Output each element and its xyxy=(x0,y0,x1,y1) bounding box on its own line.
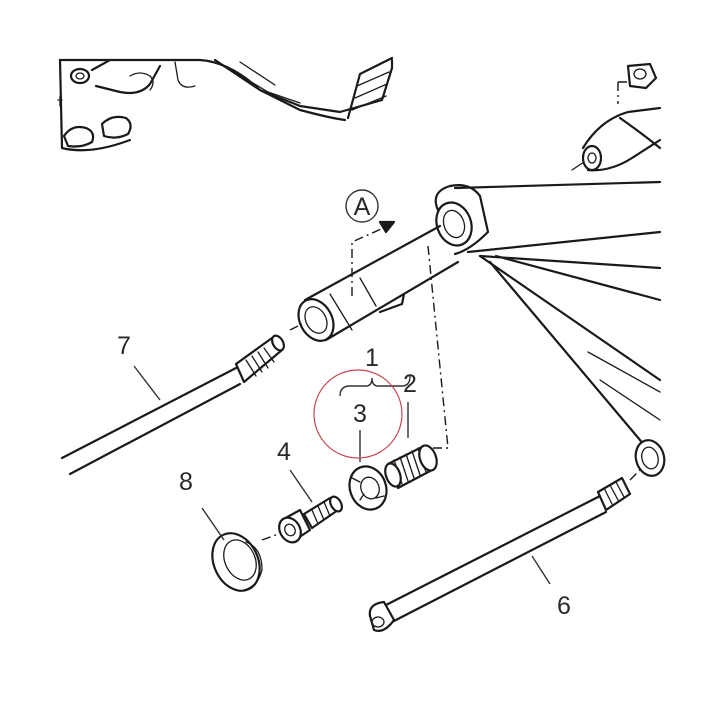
cap-part-8 xyxy=(211,532,263,592)
bolt-part-4 xyxy=(278,495,343,544)
highlight-circle xyxy=(313,369,403,459)
view-label: A xyxy=(354,193,371,221)
shaft-part-7 xyxy=(60,334,285,476)
assembly-line-6 xyxy=(629,469,641,481)
view-label-circle xyxy=(345,189,379,223)
engine-fragment xyxy=(57,56,394,152)
callout-7: 7 xyxy=(117,332,131,360)
callout-2: 2 xyxy=(403,370,417,398)
pivot-tube xyxy=(297,224,460,342)
cam-washer-part-3 xyxy=(348,465,388,511)
callout-6: 6 xyxy=(557,592,571,620)
callout-1: 1 xyxy=(365,344,379,372)
swing-arm xyxy=(434,180,666,477)
callout-3: 3 xyxy=(353,400,367,428)
callout-4: 4 xyxy=(277,438,291,466)
assembly-line-7 xyxy=(289,323,303,331)
bushing-part-2 xyxy=(384,444,438,490)
callout-eight: 8 xyxy=(179,468,193,496)
view-arrow-a: A xyxy=(345,189,396,296)
upper-link-fragment xyxy=(571,62,662,172)
assembly-line-2 xyxy=(427,245,449,449)
shaft-part-6 xyxy=(368,476,632,632)
callout-leaders xyxy=(133,365,551,585)
